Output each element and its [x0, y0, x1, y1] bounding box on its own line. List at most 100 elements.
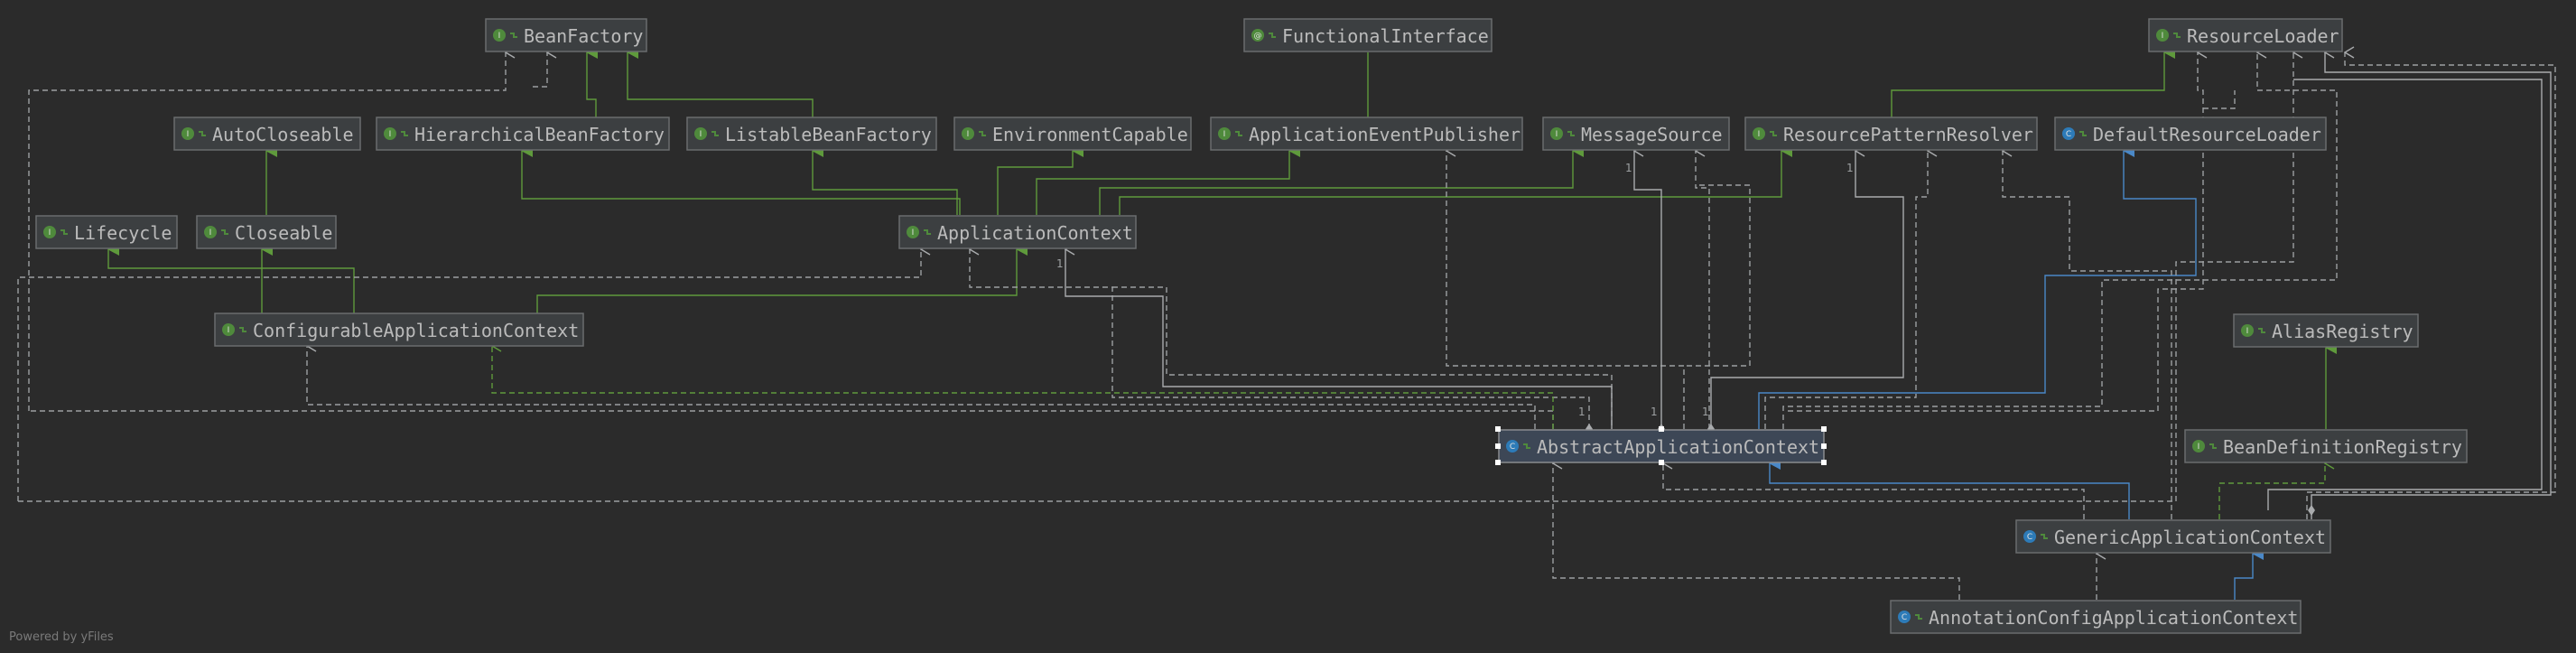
node-box [686, 117, 937, 151]
node-label: ApplicationEventPublisher [1249, 124, 1520, 145]
node-bean-factory[interactable]: I BeanFactory [485, 18, 647, 52]
interface-icon [962, 127, 974, 140]
class-glyph-icon: C [2066, 130, 2071, 139]
edge-dash-patternresolver [1764, 151, 1928, 429]
edge-ac-to-eventpublisher [1036, 145, 1300, 215]
node-label: ApplicationContext [937, 222, 1133, 244]
public-visibility-icon [979, 131, 986, 136]
node-functional-interface[interactable]: @FunctionalInterface [1243, 18, 1493, 52]
interface-glyph-icon: I [967, 130, 970, 139]
interface-icon [2192, 440, 2205, 452]
node-label: ConfigurableApplicationContext [253, 320, 579, 341]
node-box [2148, 18, 2343, 52]
multiplicity-label: 1 [1702, 406, 1709, 418]
class-glyph-icon: C [2027, 533, 2032, 542]
edge-dash-resourceloader-b [1788, 52, 2203, 412]
interface-glyph-icon: I [700, 130, 702, 139]
public-visibility-icon [1770, 131, 1777, 136]
selection-handle[interactable] [1495, 443, 1501, 449]
interface-glyph-icon: I [2246, 327, 2249, 336]
selection-handle[interactable] [1659, 460, 1664, 465]
interface-glyph-icon: I [2198, 443, 2200, 452]
selection-handle[interactable] [1495, 426, 1501, 432]
class-icon [2023, 530, 2036, 543]
edge-dash-outer-bottom [18, 52, 2293, 502]
selection-handle[interactable] [1495, 460, 1501, 465]
public-visibility-icon [510, 33, 517, 38]
node-label: Lifecycle [74, 222, 172, 244]
public-visibility-icon [711, 131, 719, 136]
public-visibility-icon [2209, 443, 2217, 449]
class-icon [2062, 127, 2075, 140]
edge-ac-to-messagesource [1099, 145, 1584, 215]
node-label: BeanDefinitionRegistry [2223, 436, 2462, 458]
edge-gac-to-resourceloader-dash [2306, 52, 2556, 519]
public-visibility-icon [221, 229, 228, 235]
interface-glyph-icon: I [1556, 130, 1558, 139]
interface-glyph-icon: I [498, 32, 501, 41]
node-label: Closeable [235, 222, 332, 244]
node-abstract-application-context[interactable]: C AbstractApplicationContext [1495, 426, 1827, 465]
node-label: AbstractApplicationContext [1537, 436, 1819, 458]
selection-handle[interactable] [1821, 443, 1827, 449]
edge-dash-eventpublisher [1446, 151, 1685, 429]
interface-glyph-icon: @ [1254, 32, 1262, 41]
node-box [2184, 429, 2468, 463]
interface-glyph-icon: I [2162, 32, 2164, 41]
edge-ac-to-listable [812, 145, 958, 215]
selection-handle[interactable] [1821, 426, 1827, 432]
public-visibility-icon [239, 327, 246, 332]
composition-diamond-gac [2308, 505, 2315, 516]
interface-icon [181, 127, 194, 140]
edge-messagesource-solid [1634, 151, 1662, 429]
edge-dash-resourceloader-c [2203, 90, 2236, 109]
node-box [1542, 117, 1730, 151]
node-box [2054, 117, 2327, 151]
edge-dash-beanfactory-left [28, 52, 506, 411]
abstract-class-icon [1506, 440, 1519, 452]
interface-icon [222, 323, 235, 336]
edge-ac-to-environment [997, 145, 1083, 215]
interface-icon [2156, 29, 2169, 42]
node-box [35, 215, 178, 249]
node-box [898, 215, 1137, 249]
node-bean-definition-registry[interactable]: I BeanDefinitionRegistry [2184, 429, 2468, 463]
node-box [1744, 117, 2038, 151]
edge-acac-to-gac [2234, 547, 2264, 600]
node-label: BeanFactory [524, 25, 643, 47]
selection-handle[interactable] [1659, 426, 1664, 432]
interface-glyph-icon: I [228, 326, 230, 335]
selection-handle[interactable] [1821, 460, 1827, 465]
edge-gac-to-aac [1769, 457, 2130, 519]
edge-cac-to-lifecycle [107, 243, 355, 313]
public-visibility-icon [924, 229, 931, 235]
node-configurable-application-context[interactable]: I ConfigurableApplicationContext [214, 313, 584, 347]
edge-dash-beanfactory-right [29, 410, 1554, 429]
public-visibility-icon [2079, 131, 2087, 136]
public-visibility-icon [1567, 131, 1575, 136]
interface-icon [493, 29, 506, 42]
node-resource-loader[interactable]: I ResourceLoader [2148, 18, 2343, 52]
node-closeable[interactable]: I Closeable [196, 215, 337, 249]
class-glyph-icon: C [1902, 613, 1907, 622]
edge-gac-to-aac-dash [1663, 463, 2085, 519]
node-label: ResourceLoader [2187, 25, 2339, 47]
interface-icon [2241, 324, 2254, 337]
public-visibility-icon [2173, 33, 2181, 38]
interface-glyph-icon: I [209, 229, 212, 238]
edge-gac-to-resourceloader-solid-b [2267, 79, 2543, 510]
class-glyph-icon: C [1510, 443, 1515, 452]
